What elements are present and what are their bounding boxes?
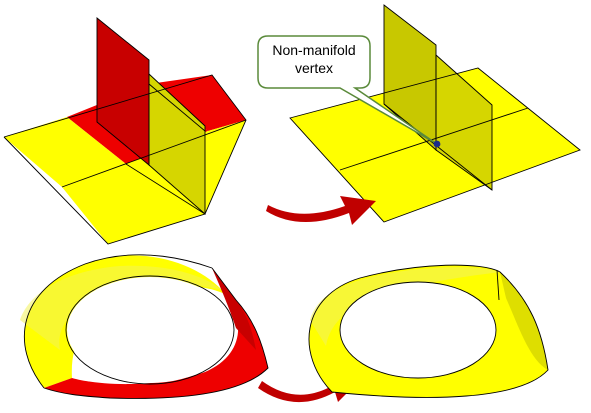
mobius-red-edge [212, 268, 256, 350]
callout-line-1: Non-manifold [272, 42, 356, 58]
mobius-outer-shade [310, 267, 500, 346]
top-left-edges [3, 17, 247, 245]
callout-leader [257, 35, 438, 145]
bottom-left-edges [23, 254, 269, 399]
base-quadrant-back-right [149, 75, 246, 131]
mobius-yellow-inner [20, 265, 222, 350]
fin-red [97, 18, 149, 165]
mobius-twist-shade [500, 272, 548, 370]
callout-line-2: vertex [294, 60, 334, 76]
arrow-top [266, 196, 376, 225]
bottom-right-mobius-strip [308, 264, 549, 398]
fin-back [384, 5, 436, 150]
mobius-hole [339, 281, 497, 379]
base-quadrant-front [62, 164, 205, 244]
mobius-hole [67, 277, 233, 383]
base-quadrant-front-left [4, 117, 126, 187]
top-left-nonmanifold-surface [3, 17, 247, 245]
top-right-nonmanifold-surface [257, 4, 581, 223]
mobius-red-band [44, 268, 268, 399]
bottom-right-edges [308, 264, 549, 398]
bottom-left-mobius-strip [20, 254, 269, 399]
callout-label: Non-manifold vertex [258, 41, 370, 77]
callout-nonmanifold-vertex [257, 35, 438, 145]
fin-yellow [149, 74, 205, 214]
nonmanifold-vertex-point [433, 140, 441, 148]
